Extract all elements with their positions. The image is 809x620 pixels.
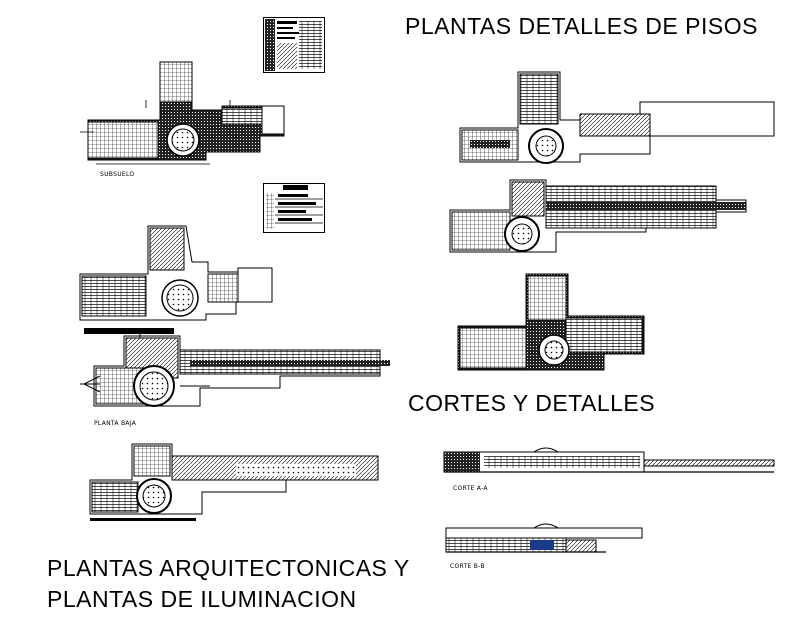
label-subsuelo: SUBSUELO xyxy=(100,171,135,178)
section-corte-aa xyxy=(443,447,775,473)
plan-planta-baja xyxy=(80,328,390,407)
plan-iluminacion xyxy=(89,443,379,521)
label-corte-aa: CORTE A-A xyxy=(453,485,488,492)
plan-primer-nivel xyxy=(79,225,273,321)
heading-plantas-arquitectonicas: PLANTAS ARQUITECTONICAS Y xyxy=(47,555,410,581)
heading-cortes-y-detalles: CORTES Y DETALLES xyxy=(408,390,656,416)
label-corte-bb: CORTE B-B xyxy=(450,563,485,570)
plan-subsuelo xyxy=(80,61,285,165)
heading-plantas-iluminacion: PLANTAS DE ILUMINACION xyxy=(47,586,357,612)
section-corte-bb xyxy=(445,523,643,553)
legend-table-top xyxy=(263,17,325,73)
floor-detail-plan-2 xyxy=(449,179,747,253)
legend-table-middle xyxy=(263,183,325,233)
label-planta-baja: PLANTA BAJA xyxy=(94,420,137,427)
floor-detail-plan-1 xyxy=(459,71,775,164)
heading-plantas-detalles-pisos: PLANTAS DETALLES DE PISOS xyxy=(405,13,758,39)
floor-detail-plan-3 xyxy=(457,273,645,371)
